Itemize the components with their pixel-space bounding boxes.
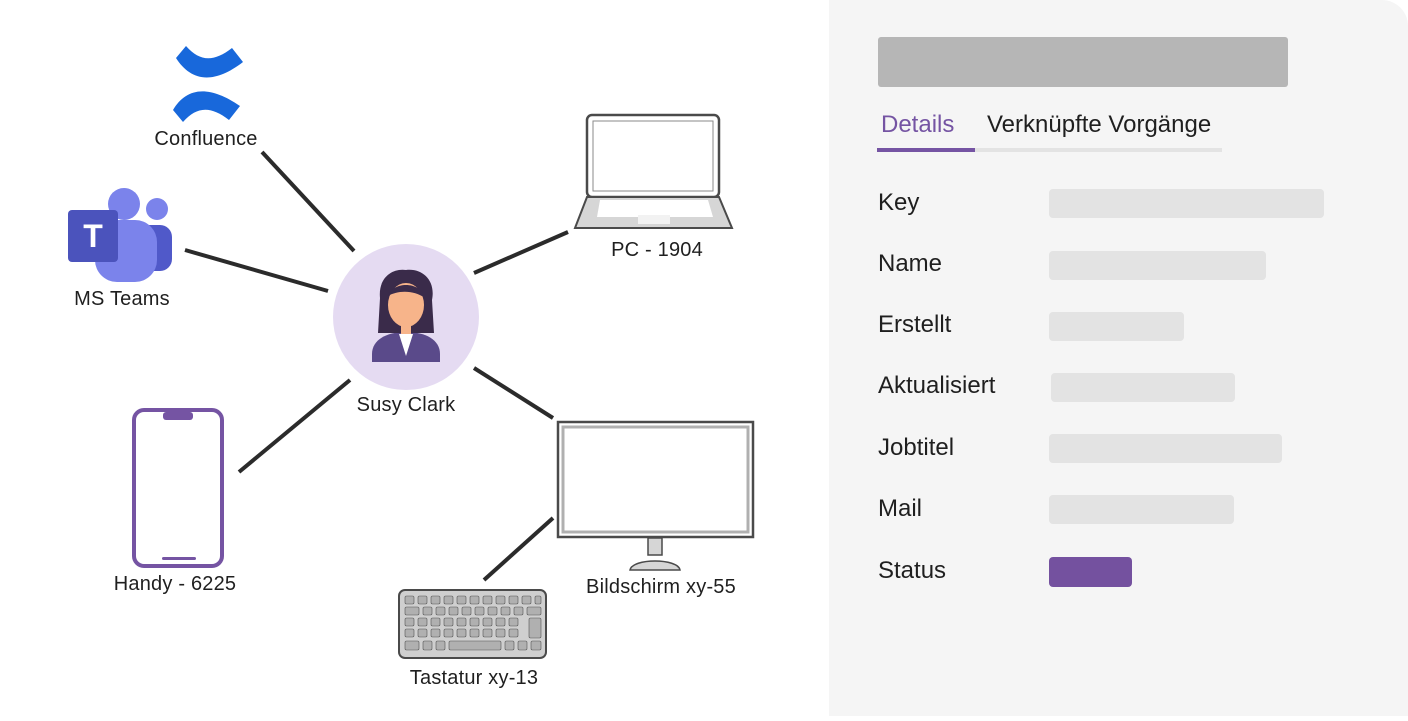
node-label-pc: PC - 1904 [611, 239, 703, 261]
node-label-monitor: Bildschirm xy-55 [586, 576, 736, 598]
monitor-icon[interactable] [556, 420, 755, 571]
edge-confluence [260, 150, 356, 253]
edge-keyboard [482, 516, 555, 582]
graph-canvas: T [68, 46, 755, 659]
field-label-name: Name [878, 250, 943, 277]
smartphone-icon[interactable] [132, 408, 224, 568]
node-label-confluence: Confluence [154, 128, 258, 150]
field-value-jobtitle [1049, 434, 1282, 463]
edge-teams [184, 248, 329, 293]
tab-active-indicator [877, 148, 975, 152]
confluence-icon[interactable] [173, 46, 243, 122]
status-badge[interactable] [1049, 557, 1132, 587]
svg-text:T: T [83, 218, 103, 254]
panel-title-placeholder [878, 37, 1288, 87]
field-label-mail: Mail [878, 495, 923, 522]
user-avatar-icon[interactable] [333, 244, 479, 390]
ms-teams-icon[interactable]: T [68, 188, 172, 282]
relationship-graph: T [68, 46, 755, 689]
node-label-keyboard: Tastatur xy-13 [409, 667, 539, 689]
tab-details[interactable]: Details [881, 111, 955, 138]
node-label-phone: Handy - 6225 [113, 573, 237, 595]
edge-phone [237, 378, 352, 474]
field-value-created [1049, 312, 1184, 341]
edge-monitor [472, 366, 555, 420]
details-panel: Details Verknüpfte Vorgänge Key Name Ers… [829, 0, 1408, 716]
edge-pc [473, 230, 569, 275]
field-label-jobtitle: Jobtitel [878, 434, 955, 461]
field-label-status: Status [878, 557, 947, 584]
field-value-name [1049, 251, 1266, 280]
field-label-key: Key [878, 189, 920, 216]
node-label-center-user: Susy Clark [356, 394, 456, 416]
field-label-updated: Aktualisiert [878, 372, 996, 399]
field-value-updated [1051, 373, 1235, 402]
laptop-icon[interactable] [573, 113, 734, 229]
field-value-mail [1049, 495, 1234, 524]
tab-underline-track [877, 148, 1222, 152]
keyboard-icon[interactable] [398, 589, 547, 659]
tab-linked-issues[interactable]: Verknüpfte Vorgänge [987, 111, 1212, 138]
graph-edges [184, 150, 569, 582]
field-label-created: Erstellt [878, 311, 952, 338]
node-label-teams: MS Teams [74, 288, 170, 310]
field-value-key [1049, 189, 1324, 218]
